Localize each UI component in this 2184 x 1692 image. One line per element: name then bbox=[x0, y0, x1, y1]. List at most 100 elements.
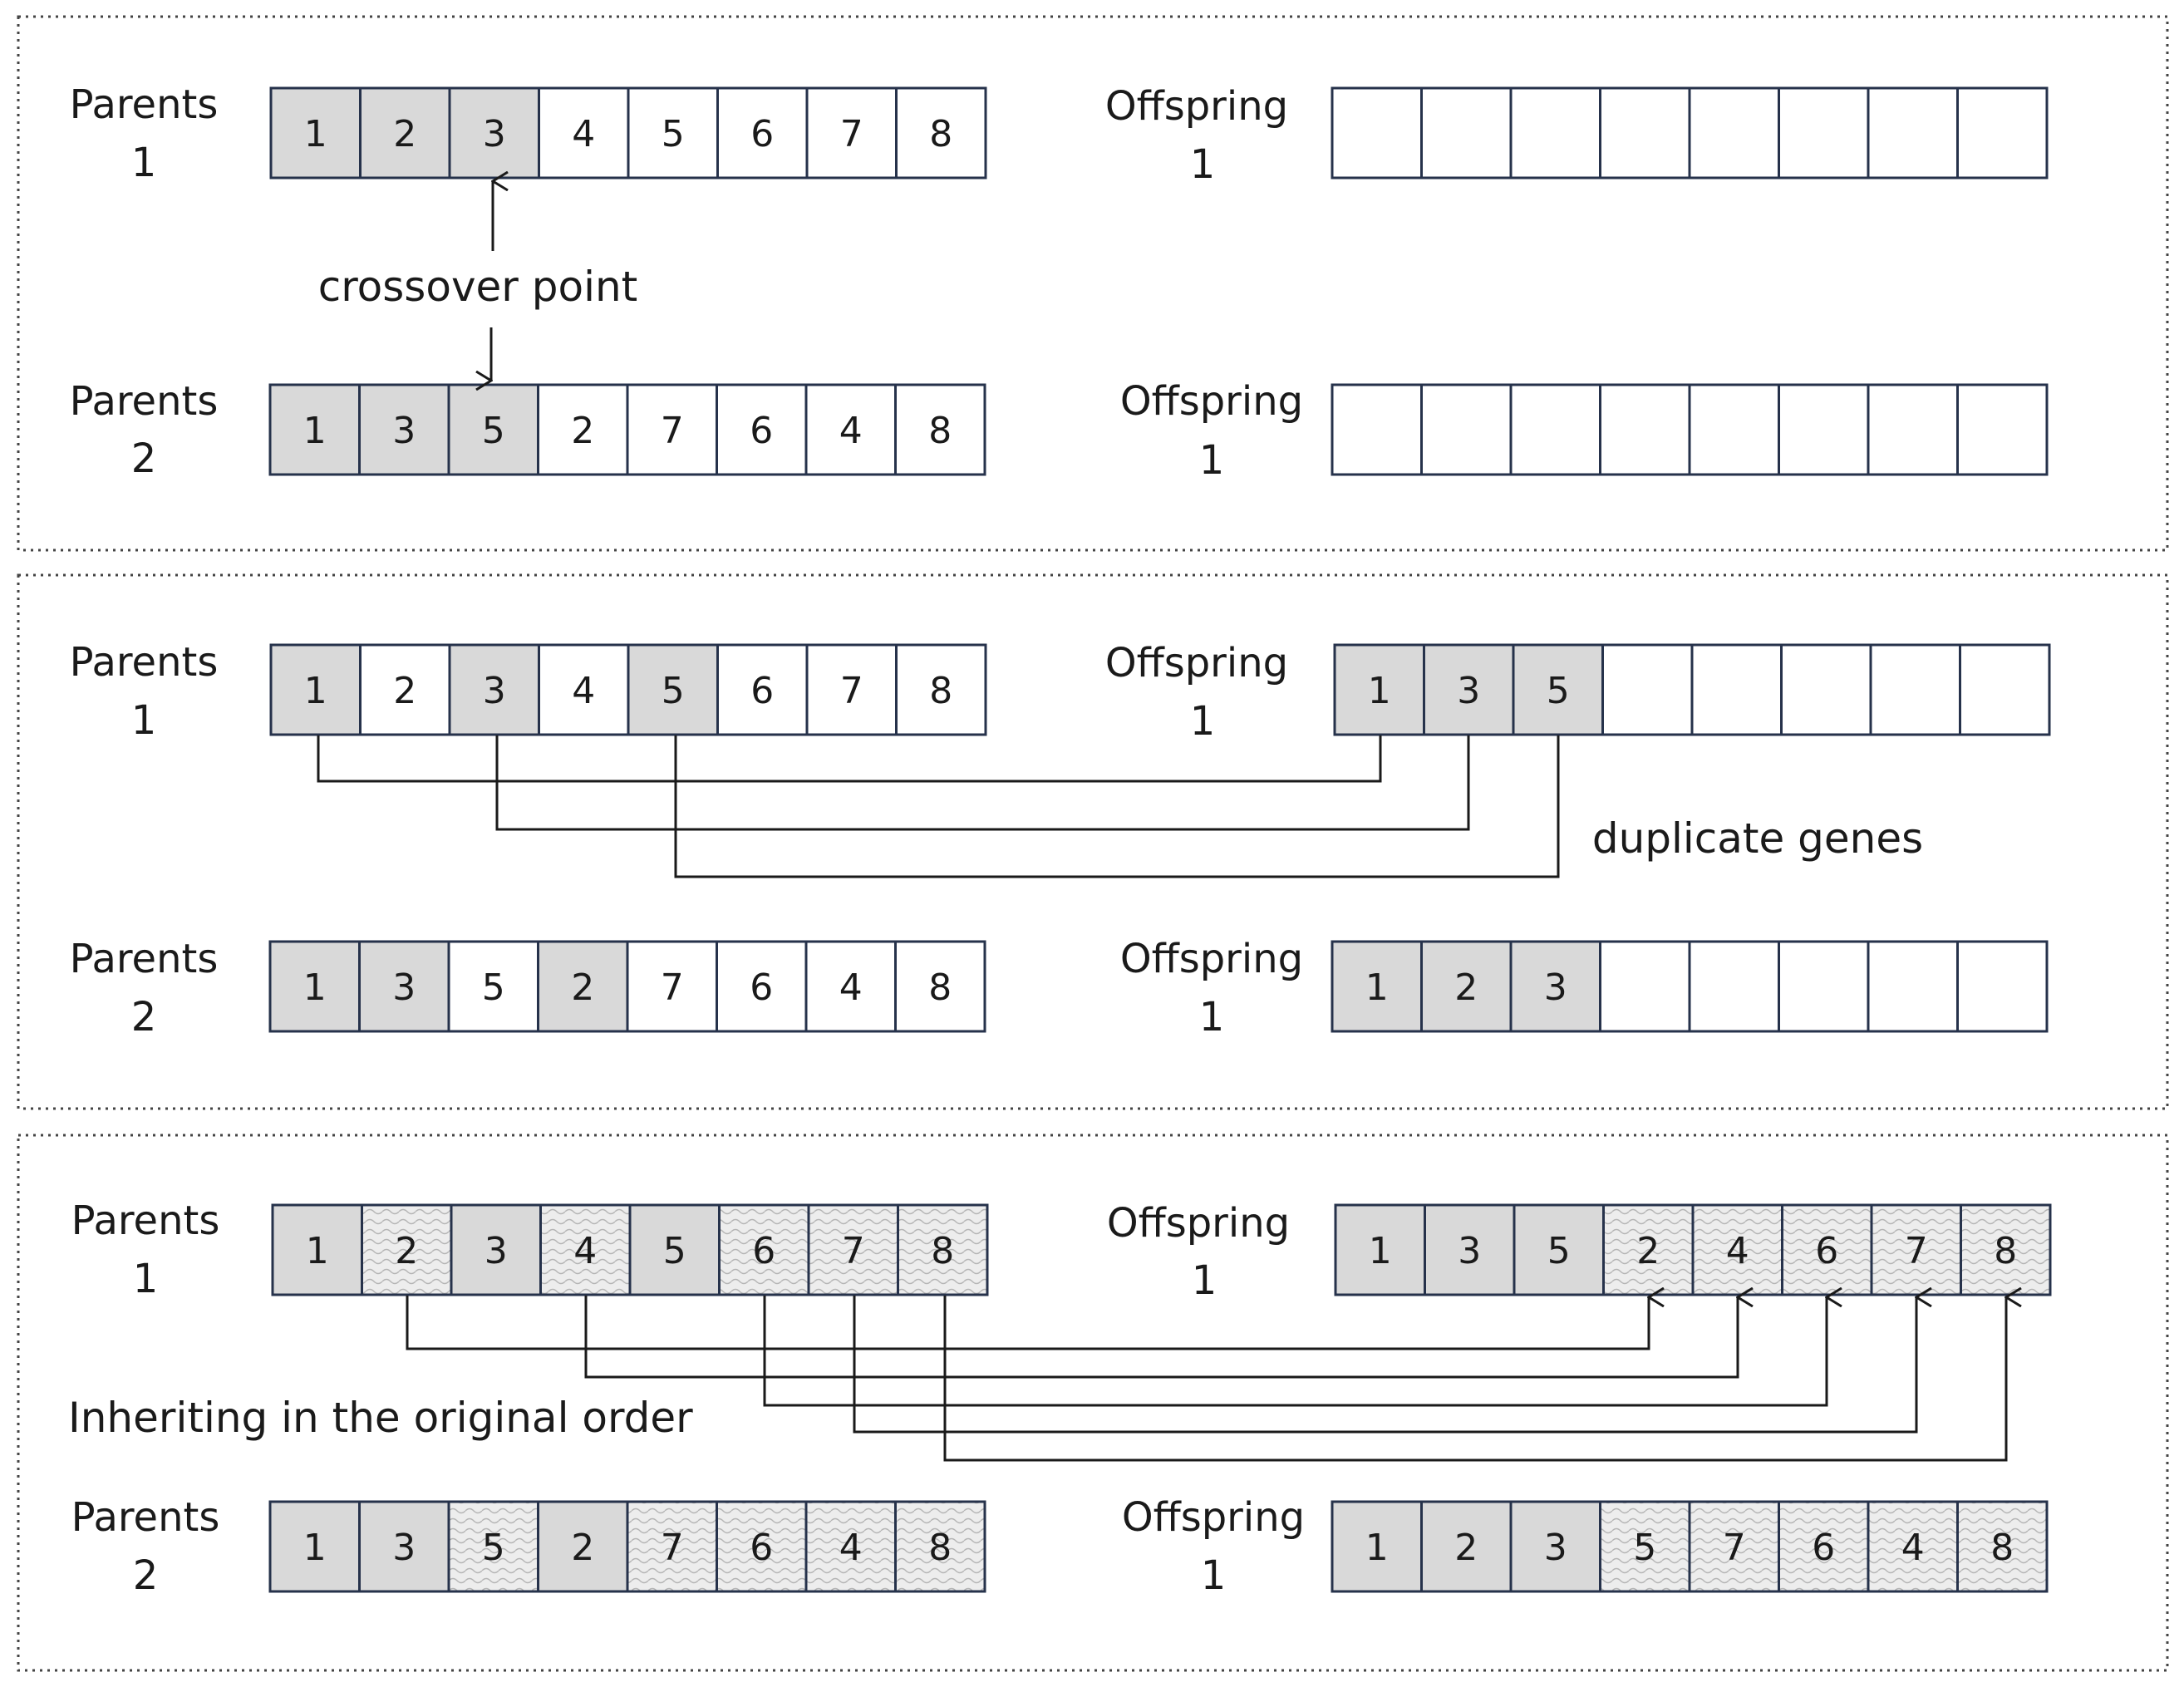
panel-3-parent2-strip-cell-7-value: 4 bbox=[839, 1527, 863, 1569]
panel-2-parent2-strip-cell-5-value: 7 bbox=[661, 967, 684, 1009]
panel-3-offspring1-strip-cell-7-value: 7 bbox=[1905, 1230, 1928, 1272]
panel-2-parent2-strip-cell-4-value: 2 bbox=[571, 967, 594, 1009]
panel-1-parent2-strip-cell-4 bbox=[537, 383, 629, 476]
panel-2-offspring1-strip-cell-3 bbox=[1512, 643, 1604, 736]
panel-3-parent1-strip-cell-7-value: 7 bbox=[842, 1230, 865, 1272]
panel-1-parent1-strip-cell-4 bbox=[538, 86, 630, 180]
panel-1-parent2-strip-cell-7-value: 4 bbox=[839, 410, 863, 452]
panel-2-offspring1-strip-cell-1-value: 1 bbox=[1368, 670, 1391, 712]
panel-3-offspring1-strip-cell-8-value: 8 bbox=[1994, 1230, 2017, 1272]
panel-2-parent2-strip-cell-5 bbox=[626, 940, 718, 1033]
panel-1-offspring1-strip-cell-6 bbox=[1778, 86, 1870, 180]
panel-3-offspring2-strip-cell-3 bbox=[1509, 1500, 1601, 1593]
panel-3-offspring1-label-line1: Offspring bbox=[1107, 1200, 1290, 1247]
panel-3-parent2-strip-cell-6-value: 6 bbox=[750, 1527, 773, 1569]
panel-3-offspring2-strip-cell-7 bbox=[1867, 1500, 1959, 1593]
panel-1-parent2-label-line2: 2 bbox=[131, 435, 157, 482]
panel-2-offspring1-strip-cell-4 bbox=[1601, 643, 1694, 736]
panel-1-parent1-label-line2: 1 bbox=[131, 140, 157, 186]
panel-3-parent1-strip-cell-3 bbox=[450, 1203, 542, 1296]
panel-1-offspring1-strip-cell-7 bbox=[1867, 86, 1959, 180]
panel-3-offspring1-strip-cell-5-value: 4 bbox=[1726, 1230, 1749, 1272]
panel-1-offspring2-strip-cell-3 bbox=[1509, 383, 1601, 476]
panel-3-offspring1-strip-cell-6 bbox=[1781, 1203, 1873, 1296]
panel-3-offspring1-strip-cell-6-value: 6 bbox=[1815, 1230, 1838, 1272]
inherit-arrow-2 bbox=[406, 1296, 1649, 1350]
panel-2-parent1-strip-cell-3 bbox=[448, 643, 540, 736]
panel-1-offspring2-strip-cell-6 bbox=[1778, 383, 1870, 476]
panel-1-parent2-strip-cell-5-value: 7 bbox=[661, 410, 684, 452]
inherit-arrow-6 bbox=[763, 1296, 1827, 1407]
panel-2-parent2-strip-cell-1-value: 1 bbox=[303, 967, 327, 1009]
duplicate-genes-label: duplicate genes bbox=[1592, 814, 1923, 863]
panel-1-parent1-strip-cell-1-value: 1 bbox=[304, 113, 327, 155]
panel-3-offspring2-label-line1: Offspring bbox=[1122, 1494, 1305, 1541]
panel-1-offspring1-strip-cell-3 bbox=[1509, 86, 1601, 180]
panel-1-parent1-strip-cell-8 bbox=[895, 86, 987, 180]
panel-1-border bbox=[17, 15, 2169, 552]
panel-3-offspring1-label-line2: 1 bbox=[1192, 1257, 1217, 1304]
panel-1-offspring2-strip-cell-5 bbox=[1688, 383, 1780, 476]
panel-3-parent2-strip-cell-3-value: 5 bbox=[482, 1527, 505, 1569]
panel-2-offspring2-strip-cell-1-value: 1 bbox=[1365, 967, 1389, 1009]
panel-3-offspring1-strip-cell-2-value: 3 bbox=[1458, 1230, 1481, 1272]
panel-2-parent1-strip-cell-2-value: 2 bbox=[393, 670, 416, 712]
panel-3-parent2-strip-cell-4-value: 2 bbox=[571, 1527, 594, 1569]
panel-2-offspring1-strip-cell-5 bbox=[1690, 643, 1783, 736]
panel-3-offspring1-strip-cell-3-value: 5 bbox=[1547, 1230, 1571, 1272]
panel-2-offspring1-label-line1: Offspring bbox=[1105, 640, 1288, 686]
panel-1-offspring1-strip-cell-5 bbox=[1688, 86, 1780, 180]
panel-2-parent2-strip-cell-7-value: 4 bbox=[839, 967, 863, 1009]
panel-3-parent1-strip-cell-5 bbox=[628, 1203, 721, 1296]
panel-1-offspring1-strip bbox=[1331, 86, 2049, 180]
panel-3-parent2-label-line2: 2 bbox=[133, 1552, 159, 1599]
panel-2-parent1-strip-cell-2 bbox=[359, 643, 451, 736]
panel-1-offspring2-label-line2: 1 bbox=[1199, 437, 1225, 484]
panel-3-parent2-strip-cell-3 bbox=[447, 1500, 539, 1593]
panel-1-parent1-strip-cell-2 bbox=[359, 86, 451, 180]
panel-2-parent1-strip-cell-8-value: 8 bbox=[929, 670, 952, 712]
inherit-arrow-7 bbox=[853, 1296, 1916, 1434]
panel-3-offspring2-strip-cell-1 bbox=[1331, 1500, 1423, 1593]
panel-1-parent1-strip-cell-5-value: 5 bbox=[662, 113, 685, 155]
panel-1-parent1-strip-cell-8-value: 8 bbox=[929, 113, 952, 155]
panel-2-offspring1-strip-cell-7 bbox=[1869, 643, 1961, 736]
panel-3-offspring2-strip-cell-2-value: 2 bbox=[1454, 1527, 1478, 1569]
panel-1-offspring2-strip-cell-1 bbox=[1331, 383, 1423, 476]
panel-1-parent2-strip-cell-2 bbox=[358, 383, 450, 476]
panel-2-offspring2-label-line2: 1 bbox=[1199, 994, 1225, 1040]
panel-2-offspring2-strip-cell-2-value: 2 bbox=[1454, 967, 1478, 1009]
panel-1-parent1-strip-cell-2-value: 2 bbox=[393, 113, 416, 155]
panel-3-offspring2-strip-cell-1-value: 1 bbox=[1365, 1527, 1389, 1569]
panel-1-parent1-strip-cell-4-value: 4 bbox=[572, 113, 595, 155]
panel-3-offspring2-strip-cell-4-value: 5 bbox=[1633, 1527, 1656, 1569]
panel-3-parent2-strip-cell-5-value: 7 bbox=[661, 1527, 684, 1569]
panel-1-parent2-strip-cell-3-value: 5 bbox=[482, 410, 505, 452]
duplicate-link-1 bbox=[317, 735, 1382, 783]
panel-3-offspring2-label-line2: 1 bbox=[1201, 1552, 1227, 1599]
inherit-arrow-4 bbox=[584, 1296, 1738, 1379]
panel-1-offspring1-strip-cell-4 bbox=[1599, 86, 1691, 180]
panel-3-offspring2-strip-cell-5-value: 7 bbox=[1723, 1527, 1746, 1569]
panel-3-parent2-strip-cell-5 bbox=[626, 1500, 718, 1593]
panel-3-parent2-strip-cell-8 bbox=[894, 1500, 986, 1593]
panel-1-parent1-strip-cell-6-value: 6 bbox=[750, 113, 774, 155]
panel-3-offspring2-strip-cell-6 bbox=[1778, 1500, 1870, 1593]
panel-3-offspring2-strip-cell-8-value: 8 bbox=[1990, 1527, 2014, 1569]
panel-3-parent1-strip-cell-6 bbox=[718, 1203, 810, 1296]
panel-1-parent1-label-line1: Parents bbox=[70, 81, 219, 128]
panel-2-parent2-strip-cell-6-value: 6 bbox=[750, 967, 773, 1009]
panel-3-parent1-strip-cell-4-value: 4 bbox=[573, 1230, 597, 1272]
panel-1-offspring2-strip bbox=[1331, 383, 2049, 476]
panel-2-parent1-strip-cell-1 bbox=[269, 643, 362, 736]
panel-2-parent1-label-line1: Parents bbox=[70, 639, 219, 686]
panel-3-offspring1-strip-cell-1 bbox=[1334, 1203, 1426, 1296]
panel-2-parent1-strip-cell-7-value: 7 bbox=[840, 670, 863, 712]
